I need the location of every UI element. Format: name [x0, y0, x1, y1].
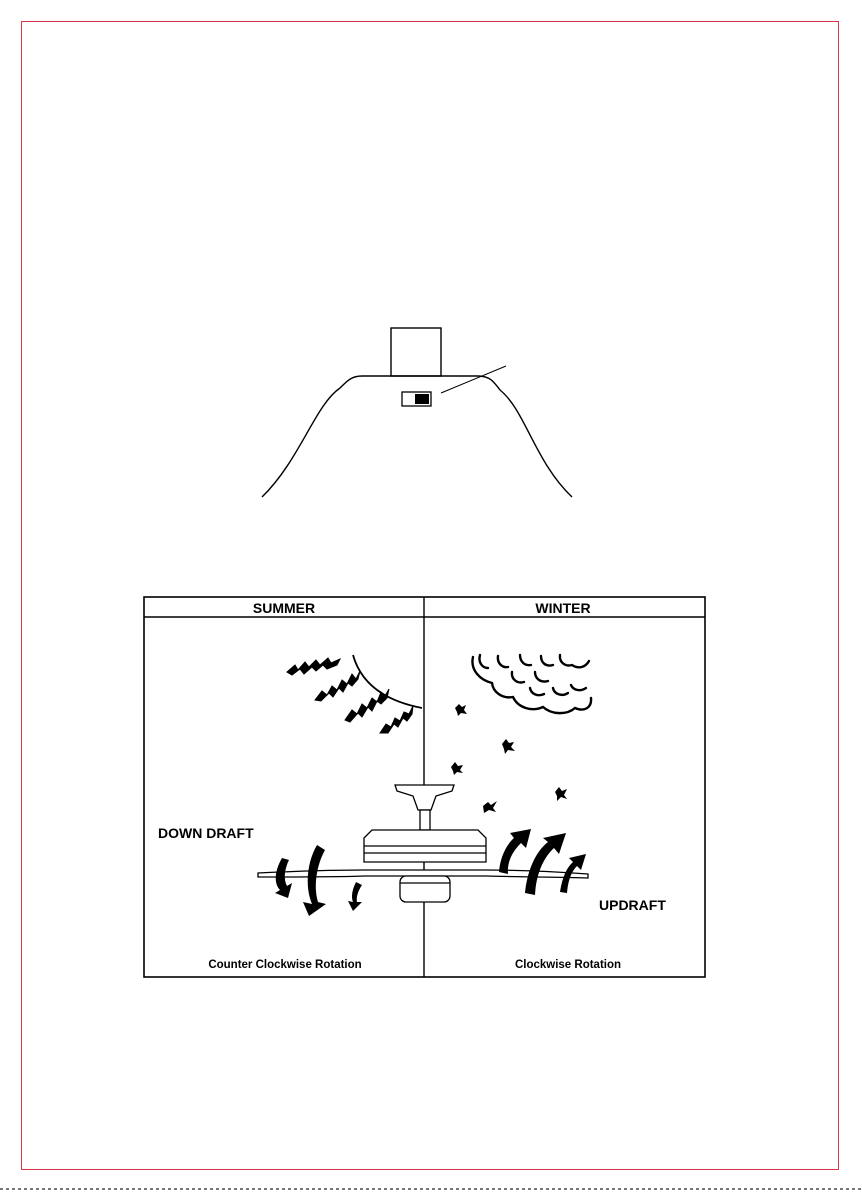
ceiling-fan-icon — [258, 785, 588, 902]
cloud-icon — [472, 655, 591, 713]
winter-header: WINTER — [535, 600, 590, 616]
summer-caption: Counter Clockwise Rotation — [208, 959, 361, 971]
switch-pointer-line — [441, 366, 506, 393]
reverse-switch[interactable] — [402, 392, 431, 406]
sun-icon — [287, 655, 422, 733]
winter-caption: Clockwise Rotation — [515, 959, 621, 971]
fan-housing-illustration — [262, 328, 572, 497]
downrod-collar — [391, 328, 441, 376]
down-draft-label: DOWN DRAFT — [158, 825, 254, 841]
season-diagram: SUMMER WINTER — [144, 597, 705, 977]
snowflake-icons — [451, 704, 567, 813]
updraft-label: UPDRAFT — [599, 897, 666, 913]
summer-header: SUMMER — [253, 600, 315, 616]
bottom-edge-dots — [0, 1188, 862, 1190]
down-draft-arrows — [275, 845, 362, 916]
updraft-arrows — [499, 829, 586, 895]
